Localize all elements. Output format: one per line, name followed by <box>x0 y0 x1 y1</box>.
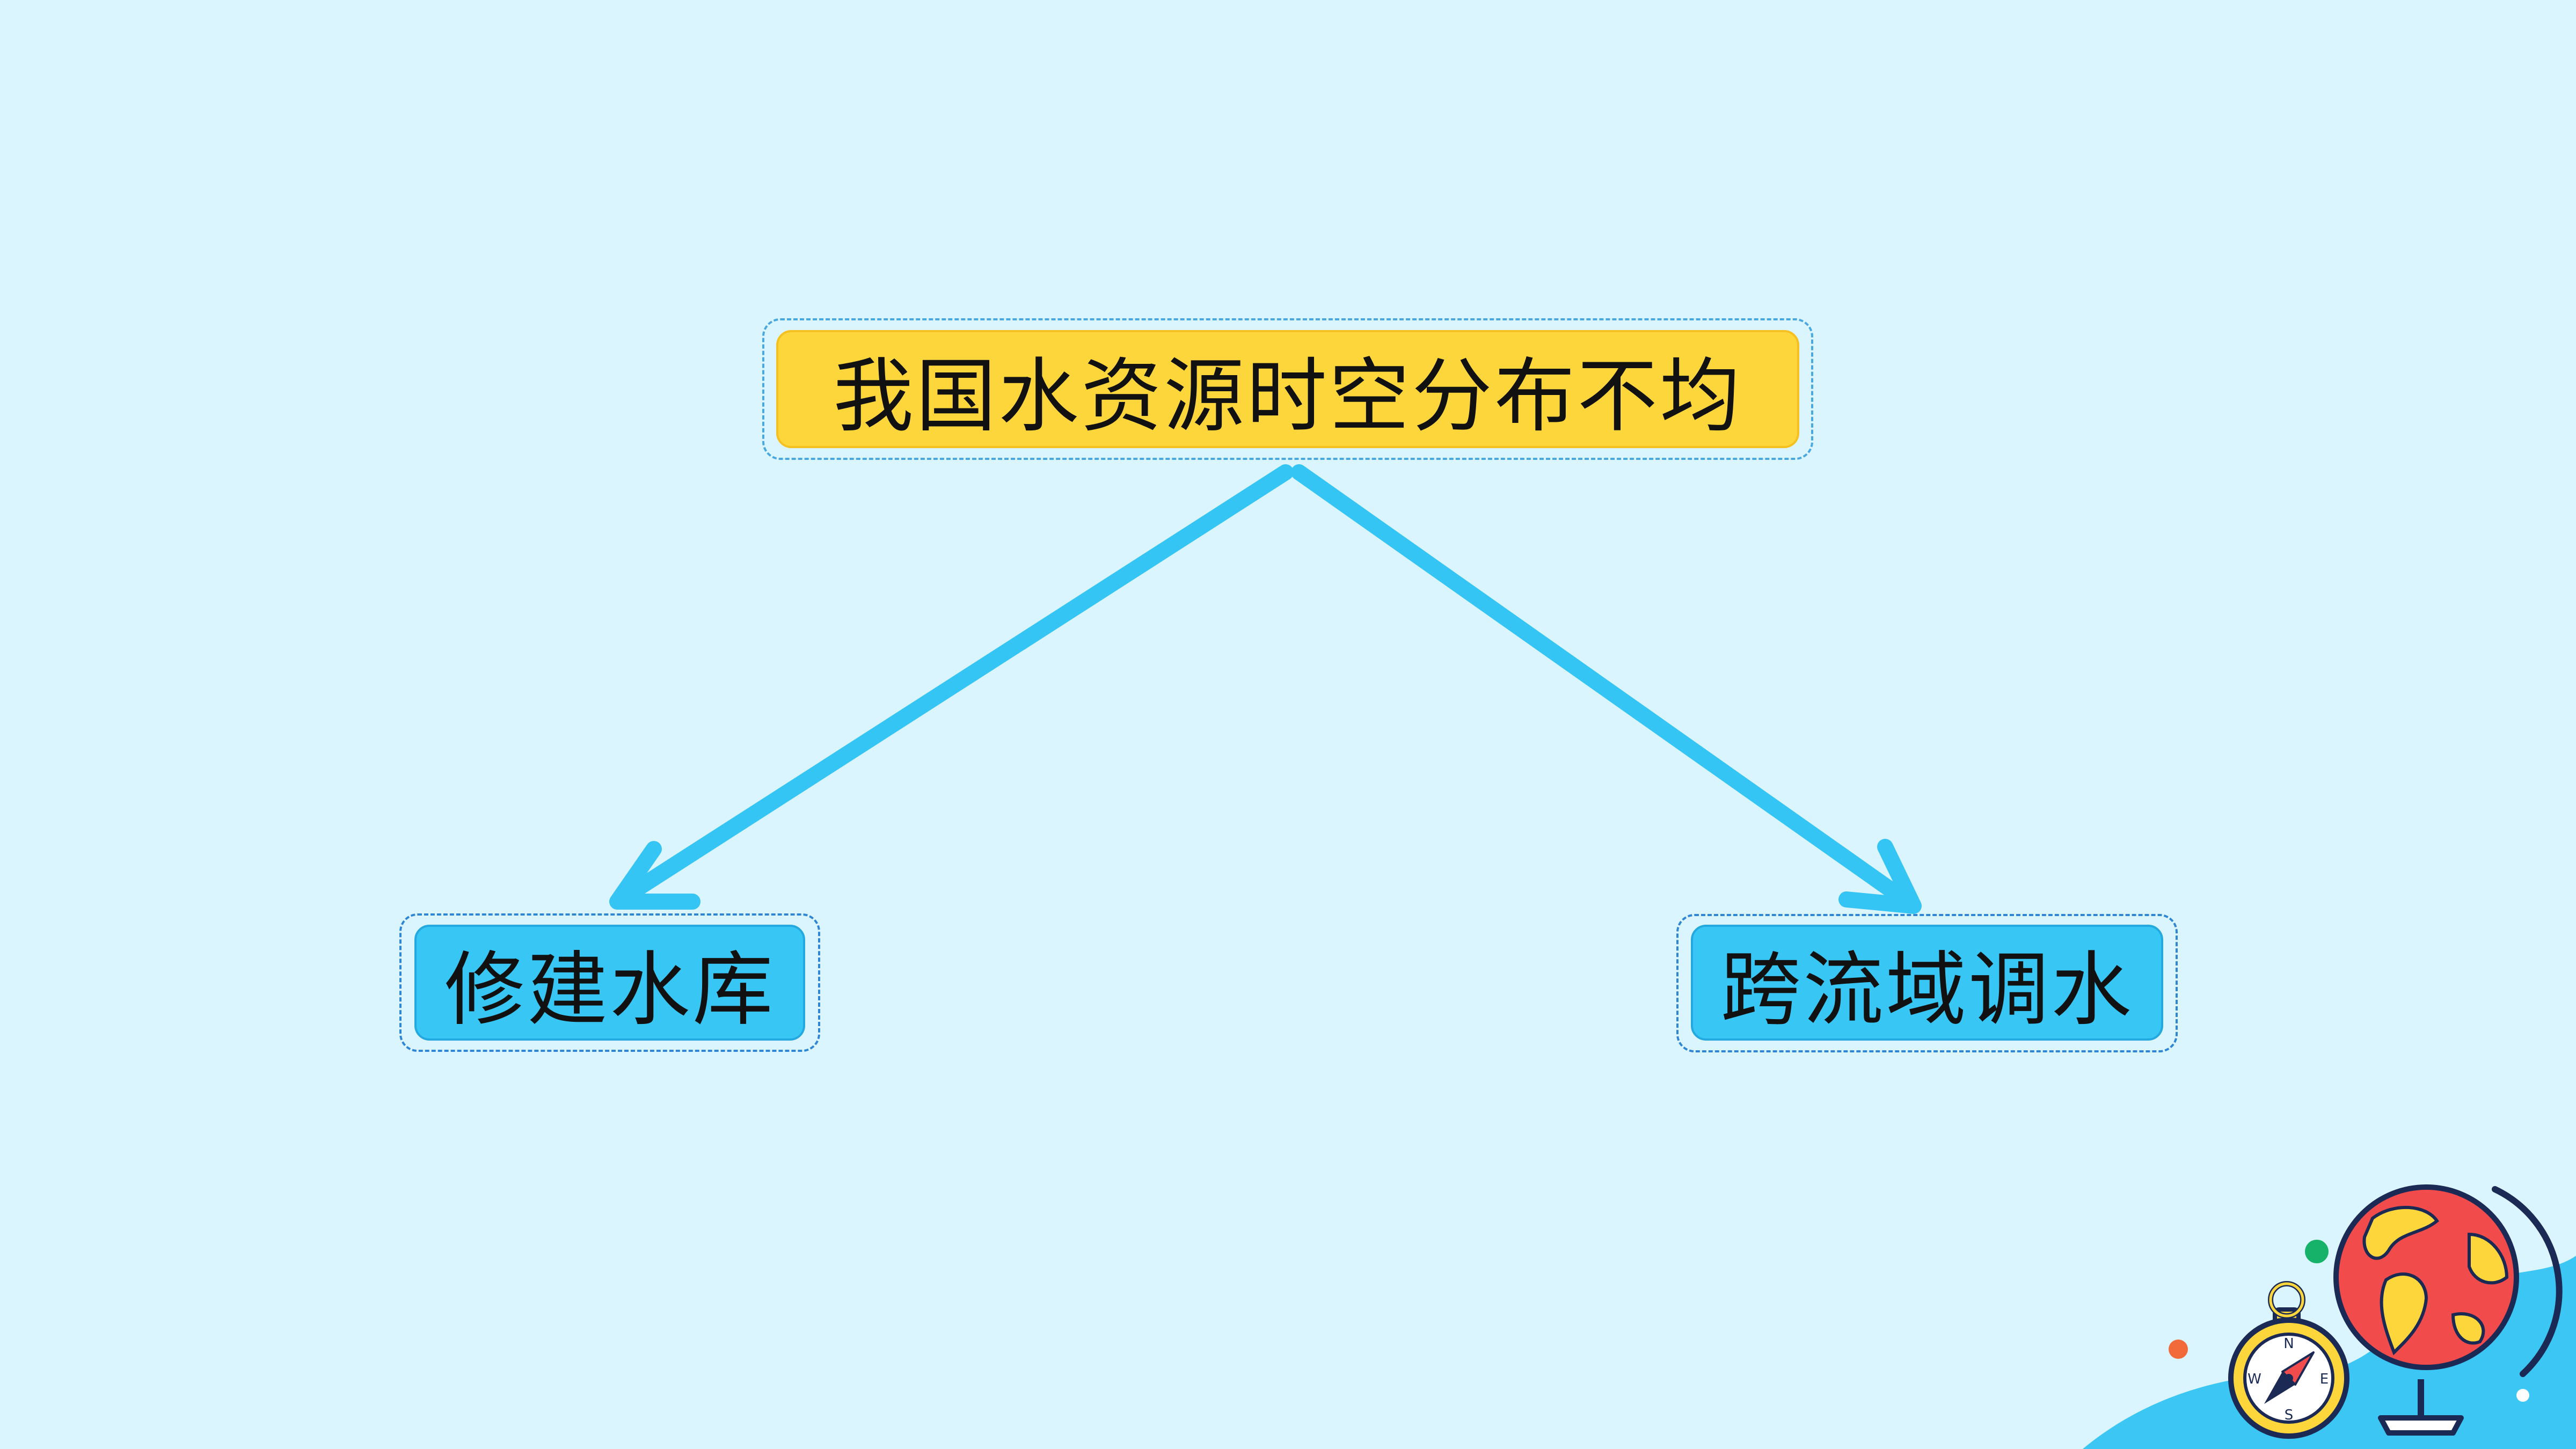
child-node-reservoir: 修建水库 <box>414 925 805 1041</box>
globe-icon <box>2333 1184 2563 1436</box>
root-node-label: 我国水资源时空分布不均 <box>833 349 1742 443</box>
child-node-water-transfer: 跨流域调水 <box>1691 925 2163 1041</box>
root-node-frame <box>762 318 1813 460</box>
child-node-frame-water-transfer <box>1676 914 2178 1052</box>
arrow-to-reservoir <box>609 464 1294 910</box>
compass-letter-s: S <box>2285 1407 2294 1423</box>
white-dot <box>2516 1389 2529 1402</box>
child-node-label: 修建水库 <box>444 943 775 1037</box>
root-node: 我国水资源时空分布不均 <box>776 330 1799 448</box>
green-dot <box>2305 1240 2329 1263</box>
orange-dot <box>2169 1340 2188 1359</box>
compass-letter-w: W <box>2247 1371 2261 1387</box>
child-node-frame-reservoir <box>399 913 820 1052</box>
compass-letter-e: E <box>2320 1371 2329 1387</box>
child-node-label: 跨流域调水 <box>1720 943 2134 1037</box>
arrow-to-water-transfer <box>1291 464 1922 914</box>
compass-icon: N E S W <box>2228 1281 2349 1439</box>
compass-letter-n: N <box>2283 1336 2294 1352</box>
